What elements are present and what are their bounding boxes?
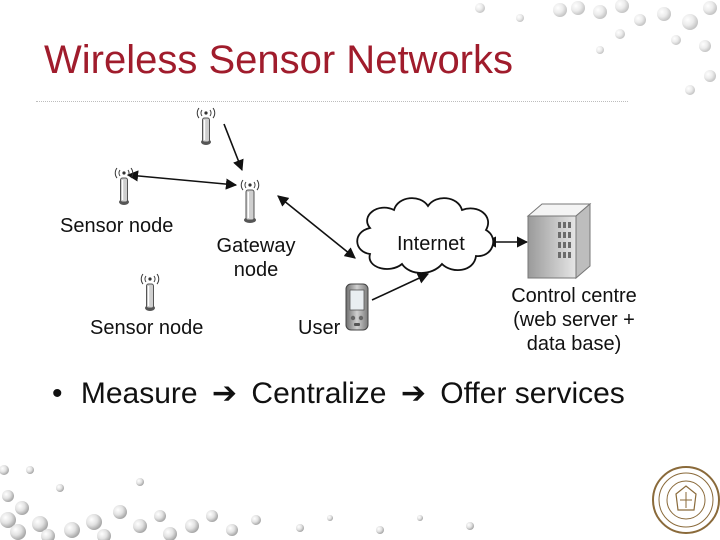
- arrow-right-icon: ➔: [400, 377, 426, 410]
- bullet-marker: •: [52, 377, 63, 410]
- arrow-right-icon: ➔: [211, 377, 238, 410]
- university-seal-logo: [652, 466, 720, 534]
- bullet-text-offer-services: Offer services: [440, 377, 625, 410]
- bullet-item: • Measure ➔ Centralize ➔ Offer services: [52, 376, 625, 411]
- pearls-bottom-left: [0, 465, 474, 540]
- sensor-node-label: Sensor node: [90, 317, 204, 339]
- bullet-text-measure: Measure: [80, 377, 198, 410]
- link-sensor-to-gateway: [126, 170, 238, 190]
- slide-title: Wireless Sensor Networks: [44, 38, 514, 82]
- control-label-line2: (web server +: [513, 309, 635, 331]
- title-divider: [36, 101, 628, 102]
- sensor-node-label: Sensor node: [60, 215, 174, 237]
- gateway-icon: [240, 179, 260, 223]
- control-label-line1: Control centre: [511, 285, 637, 307]
- internet-label: Internet: [397, 233, 465, 255]
- control-label-line3: data base): [526, 333, 622, 355]
- sensor-icon: [114, 167, 134, 205]
- connectors: [126, 123, 529, 301]
- bullet-text-centralize: Centralize: [251, 377, 387, 410]
- sensor-icon: [196, 107, 216, 145]
- user-label: User: [298, 317, 341, 339]
- internet-cloud-icon: [356, 197, 495, 274]
- sensor-icon: [140, 273, 160, 311]
- link-top-sensor-to-gateway: [223, 123, 244, 172]
- link-user-to-internet: [371, 273, 430, 301]
- gateway-label-line2: node: [233, 259, 279, 281]
- gateway-node-label: Gateway node: [200, 234, 312, 282]
- gateway-label-line1: Gateway: [216, 235, 296, 257]
- pearls-top-right: [475, 0, 717, 95]
- control-centre-label: Control centre (web server + data base): [492, 284, 656, 356]
- pda-icon: [345, 283, 369, 331]
- link-gateway-to-internet: [277, 195, 356, 259]
- server-icon: [526, 202, 592, 280]
